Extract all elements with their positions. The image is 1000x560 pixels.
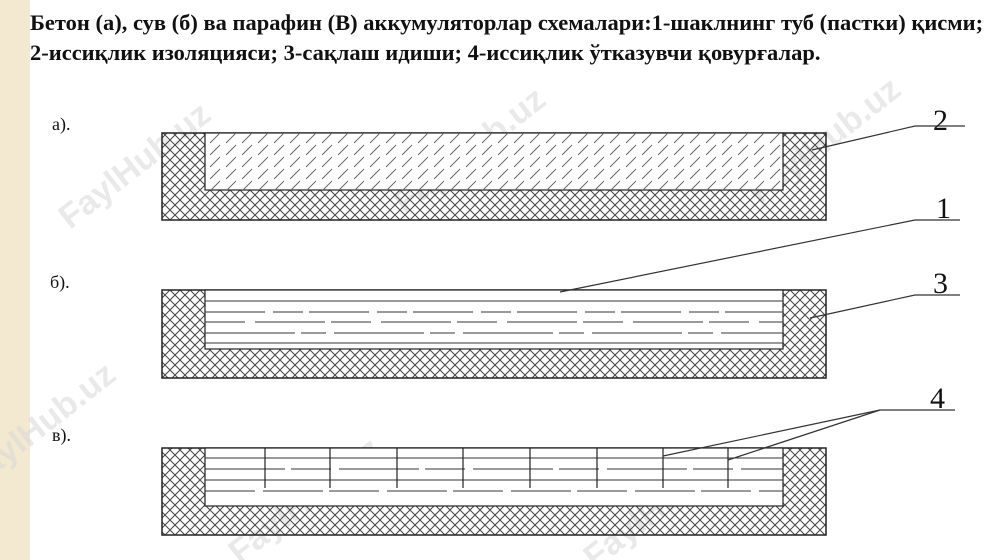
leader-3 (809, 294, 960, 319)
callout-1: 1 (936, 192, 951, 225)
panel-c-paraffin: в). (52, 425, 827, 536)
left-decorative-band (0, 0, 30, 560)
callout-2: 2 (933, 104, 948, 137)
panel-c-heat-fins (264, 448, 729, 488)
panel-b-water: б). (50, 272, 827, 379)
panel-a-concrete: а). (52, 114, 827, 221)
callout-3: 3 (933, 267, 948, 300)
callout-4: 4 (930, 382, 945, 415)
panel-b-label: б). (50, 272, 70, 293)
leader-1 (559, 219, 960, 293)
panel-c-cavity (204, 447, 784, 507)
callout-leaders (559, 125, 965, 461)
figure-caption: Бетон (а), сув (б) ва парафин (В) аккуму… (30, 10, 984, 65)
panel-c-label: в). (52, 425, 71, 446)
leader-2 (811, 125, 965, 151)
panel-a-label: а). (52, 114, 70, 135)
panel-b-cavity (204, 289, 784, 350)
panel-a-concrete-fill (205, 133, 783, 190)
leader-4b (727, 409, 881, 461)
